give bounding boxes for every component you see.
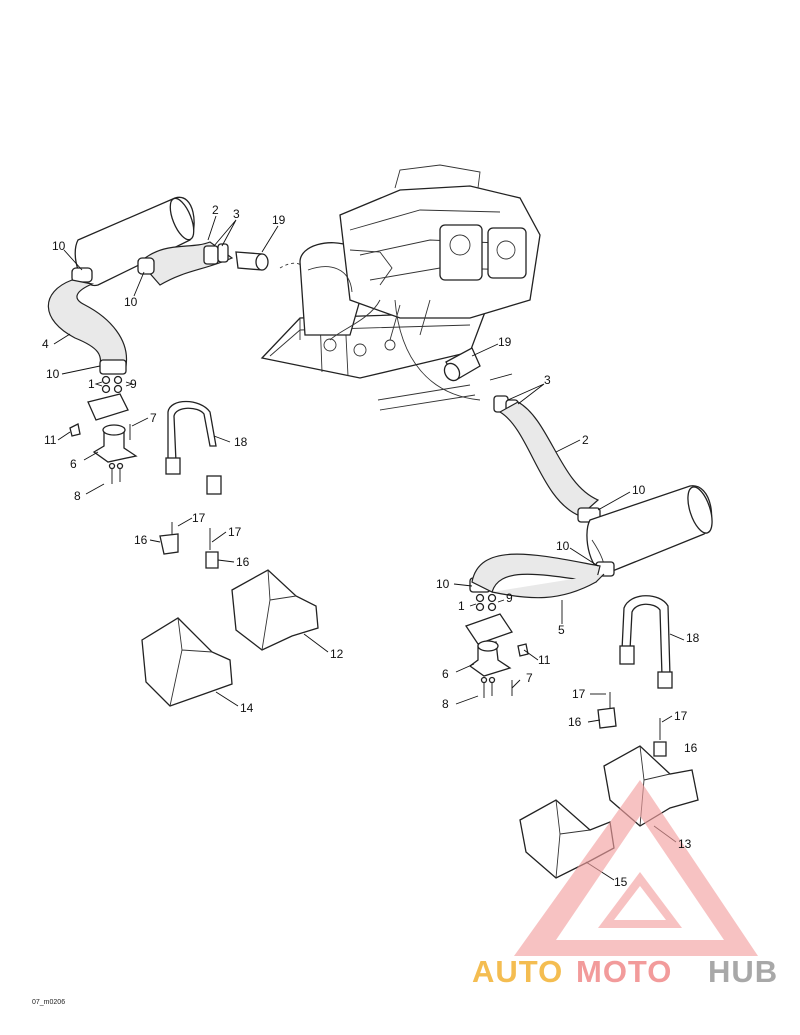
- callout-10: 10: [436, 577, 450, 591]
- engine-assembly: [260, 164, 541, 411]
- callout-16: 16: [236, 555, 250, 569]
- callout-3: 3: [544, 373, 551, 387]
- callout-1: 1: [88, 377, 95, 391]
- watermark-text-moto: MOTO: [576, 954, 672, 989]
- callout-11: 11: [44, 433, 57, 447]
- watermark-triangle: [514, 780, 758, 956]
- callout-16: 16: [568, 715, 582, 729]
- callout-19: 19: [272, 213, 286, 227]
- callout-17: 17: [228, 525, 242, 539]
- bracket-11-upper: [87, 393, 129, 421]
- callout-9: 9: [130, 377, 137, 391]
- callout-7: 7: [150, 411, 157, 425]
- clamp-10-upper: [137, 257, 155, 275]
- callout-19: 19: [498, 335, 512, 349]
- watermark-logo: AUTO MOTO HUB: [472, 780, 778, 989]
- diagram-code: 07_m0206: [32, 999, 65, 1006]
- callout-14: 14: [240, 701, 254, 715]
- pad-12: [231, 569, 319, 651]
- callout-1: 1: [458, 599, 465, 613]
- callout-labels: 10 2 3 19 10 4 10 1 9 7 11 6 8 18 17 16 …: [32, 203, 700, 1006]
- callout-7: 7: [526, 671, 533, 685]
- callout-18: 18: [234, 435, 248, 449]
- hose-5: [471, 553, 601, 593]
- callout-2: 2: [212, 203, 219, 217]
- watermark-text-hub: HUB: [708, 954, 778, 989]
- callout-8: 8: [442, 697, 449, 711]
- callout-11: 11: [538, 653, 551, 667]
- watermark-text-auto: AUTO: [472, 954, 563, 989]
- hose-2-lower: [498, 401, 600, 517]
- callout-16: 16: [684, 741, 698, 755]
- callout-6: 6: [442, 667, 449, 681]
- strap-18-upper: [167, 400, 217, 463]
- callout-17: 17: [674, 709, 688, 723]
- callout-10: 10: [124, 295, 138, 309]
- left-exhaust-assembly: [47, 196, 319, 707]
- callout-17: 17: [192, 511, 206, 525]
- callout-12: 12: [330, 647, 344, 661]
- callout-16: 16: [134, 533, 148, 547]
- callout-10: 10: [52, 239, 66, 253]
- callout-13: 13: [678, 837, 692, 851]
- callout-15: 15: [614, 875, 628, 889]
- pad-14: [141, 617, 233, 707]
- callout-10: 10: [632, 483, 646, 497]
- callout-2: 2: [582, 433, 589, 447]
- callout-18: 18: [686, 631, 700, 645]
- right-exhaust-assembly: [443, 347, 713, 879]
- callout-10: 10: [46, 367, 60, 381]
- callout-3: 3: [233, 207, 240, 221]
- clamp-3-upper: [203, 245, 219, 265]
- callout-5: 5: [558, 623, 565, 637]
- callout-10: 10: [556, 539, 570, 553]
- hose-4: [47, 279, 128, 367]
- callout-8: 8: [74, 489, 81, 503]
- bracket-11-lower: [464, 613, 514, 645]
- callout-9: 9: [506, 591, 513, 605]
- callout-17: 17: [572, 687, 586, 701]
- muffler-lower: [586, 485, 713, 574]
- callout-6: 6: [70, 457, 77, 471]
- callout-4: 4: [42, 337, 49, 351]
